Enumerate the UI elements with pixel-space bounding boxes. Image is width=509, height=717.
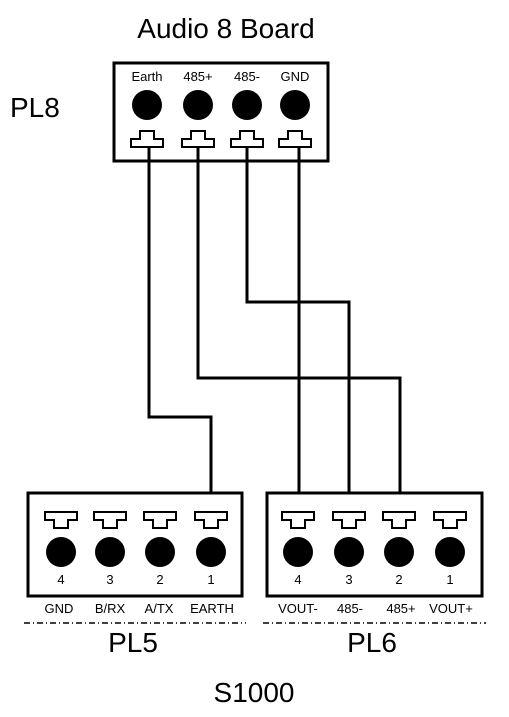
pl5-pin (145, 537, 175, 567)
pl8-label: PL8 (10, 92, 60, 123)
pl6-pin-numbers: 4 3 2 1 (294, 572, 453, 587)
pl5-signal-labels: GND B/RX A/TX EARTH (45, 601, 234, 616)
pl5-pin-number: 4 (57, 572, 64, 587)
pl6-pin (334, 537, 364, 567)
pl6-pin (283, 537, 313, 567)
device-label: S1000 (214, 677, 295, 708)
pl5-pin (46, 537, 76, 567)
pl5-pin-numbers: 4 3 2 1 (57, 572, 214, 587)
pl8-pin (280, 90, 310, 120)
pl8-pin (132, 90, 162, 120)
pl8-pin (183, 90, 213, 120)
pl5-pin-number: 3 (106, 572, 113, 587)
pl5-signal-label: GND (45, 601, 74, 616)
pl6-pin (384, 537, 414, 567)
pl5-signal-label: B/RX (95, 601, 126, 616)
pl6-label: PL6 (347, 627, 397, 658)
pl5-pins (46, 537, 226, 567)
pl8-pin-labels: Earth 485+ 485- GND (131, 69, 309, 84)
pl6-pin-number: 1 (446, 572, 453, 587)
pl5-label: PL5 (108, 627, 158, 658)
pl5-pin-number: 2 (156, 572, 163, 587)
pl8-pin-label: GND (281, 69, 310, 84)
pl8-pin-label: Earth (131, 69, 162, 84)
pl8-pin-label: 485- (234, 69, 260, 84)
pl5-pin-number: 1 (207, 572, 214, 587)
pl6-signal-label: VOUT+ (429, 601, 473, 616)
pl6-pin-number: 2 (395, 572, 402, 587)
pl6-signal-labels: VOUT- 485- 485+ VOUT+ (278, 601, 473, 616)
wires (147, 138, 453, 513)
pl6-pin-number: 4 (294, 572, 301, 587)
board-title: Audio 8 Board (137, 13, 314, 44)
pl6-signal-label: 485+ (386, 601, 415, 616)
pl8-pin-label: 485+ (183, 69, 212, 84)
pl8-pin (232, 90, 262, 120)
pl5-signal-label: EARTH (190, 601, 234, 616)
pl6-pins (283, 537, 465, 567)
pl5-pin (196, 537, 226, 567)
pl8-pins (132, 90, 310, 120)
pl6-signal-label: 485- (337, 601, 363, 616)
pl5-signal-label: A/TX (145, 601, 174, 616)
pl6-signal-label: VOUT- (278, 601, 318, 616)
pl6-pin (435, 537, 465, 567)
pl6-pin-number: 3 (345, 572, 352, 587)
pl5-pin (95, 537, 125, 567)
wire-earth (147, 138, 213, 513)
